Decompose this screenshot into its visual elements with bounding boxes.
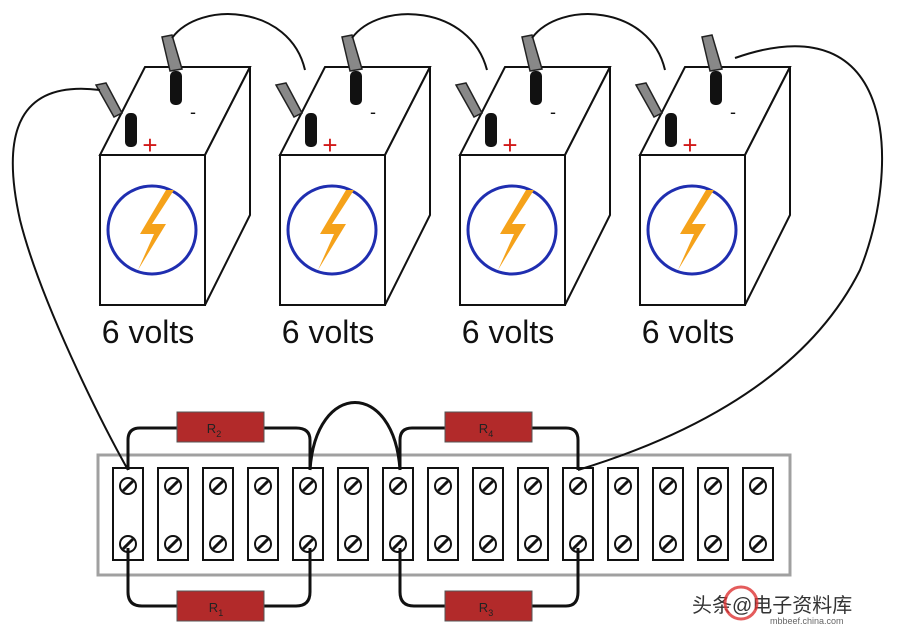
series-wire-2 xyxy=(351,13,488,71)
series-wires xyxy=(11,13,884,471)
terminal-12 xyxy=(607,467,639,561)
negative-post xyxy=(530,71,542,105)
alligator-clip-icon xyxy=(454,82,484,118)
svg-text:R4: R4 xyxy=(479,421,493,439)
terminal-14 xyxy=(697,467,729,561)
positive-post xyxy=(305,113,317,147)
battery-1: + - 6 volts xyxy=(94,34,252,350)
watermark-text: 头条@电子资料库 xyxy=(692,594,852,617)
r3-letter: R xyxy=(479,600,488,615)
r4-letter: R xyxy=(479,421,488,436)
terminal-15 xyxy=(742,467,774,561)
alligator-clip-icon xyxy=(161,34,183,72)
watermark-url: mbbeef.china.com xyxy=(770,616,844,626)
svg-text:R2: R2 xyxy=(207,421,221,439)
terminal-7 xyxy=(382,467,414,561)
voltage-label: 6 volts xyxy=(642,314,734,350)
terminal-11 xyxy=(562,467,594,561)
alligator-clip-icon xyxy=(341,34,363,72)
terminal-10 xyxy=(517,467,549,561)
negative-sign: - xyxy=(370,102,376,122)
terminal-group xyxy=(112,467,774,561)
watermark: 头条@电子资料库 mbbeef.china.com xyxy=(692,585,852,626)
r2-letter: R xyxy=(207,421,216,436)
series-wire-3 xyxy=(531,13,666,71)
lead-negative xyxy=(577,45,884,471)
battery-group: + - 6 volts + - 6 volts + - 6 volts + - 6 volts xyxy=(94,34,792,350)
resistor-wires xyxy=(126,401,580,608)
alligator-clip-icon xyxy=(274,82,304,118)
negative-sign: - xyxy=(550,102,556,122)
terminal-13 xyxy=(652,467,684,561)
series-wire-1 xyxy=(171,13,306,71)
alligator-clip-icon xyxy=(521,34,543,72)
r1-sub: 1 xyxy=(218,608,223,618)
voltage-label: 6 volts xyxy=(102,314,194,350)
positive-sign: + xyxy=(142,130,157,160)
svg-text:R3: R3 xyxy=(479,600,493,618)
r3-sub: 3 xyxy=(488,608,493,618)
terminal-1 xyxy=(112,467,144,561)
watermark-logo xyxy=(723,585,759,621)
r4-sub: 4 xyxy=(488,429,493,439)
positive-post xyxy=(665,113,677,147)
resistor-r3: R3 xyxy=(444,590,533,622)
positive-sign: + xyxy=(502,130,517,160)
alligator-clip-icon xyxy=(701,34,723,72)
lead-positive xyxy=(11,87,129,471)
alligator-clip-icon xyxy=(94,82,124,118)
r1-letter: R xyxy=(209,600,218,615)
positive-sign: + xyxy=(682,130,697,160)
negative-post xyxy=(350,71,362,105)
negative-sign: - xyxy=(190,102,196,122)
alligator-clip-icon xyxy=(634,82,664,118)
svg-text:R1: R1 xyxy=(209,600,223,618)
battery-2: + - 6 volts xyxy=(274,34,432,350)
negative-post xyxy=(710,71,722,105)
voltage-label: 6 volts xyxy=(462,314,554,350)
battery-4: + - 6 volts xyxy=(634,34,792,350)
resistor-r1: R1 xyxy=(176,590,265,622)
terminal-3 xyxy=(202,467,234,561)
terminal-8 xyxy=(427,467,459,561)
terminal-6 xyxy=(337,467,369,561)
negative-sign: - xyxy=(730,102,736,122)
resistor-r2: R2 xyxy=(176,411,265,443)
terminal-9 xyxy=(472,467,504,561)
positive-post xyxy=(485,113,497,147)
battery-3: + - 6 volts xyxy=(454,34,612,350)
terminal-4 xyxy=(247,467,279,561)
voltage-label: 6 volts xyxy=(282,314,374,350)
terminal-5 xyxy=(292,467,324,561)
positive-sign: + xyxy=(322,130,337,160)
terminal-2 xyxy=(157,467,189,561)
r2-sub: 2 xyxy=(216,429,221,439)
resistor-r4: R4 xyxy=(444,411,533,443)
negative-post xyxy=(170,71,182,105)
positive-post xyxy=(125,113,137,147)
